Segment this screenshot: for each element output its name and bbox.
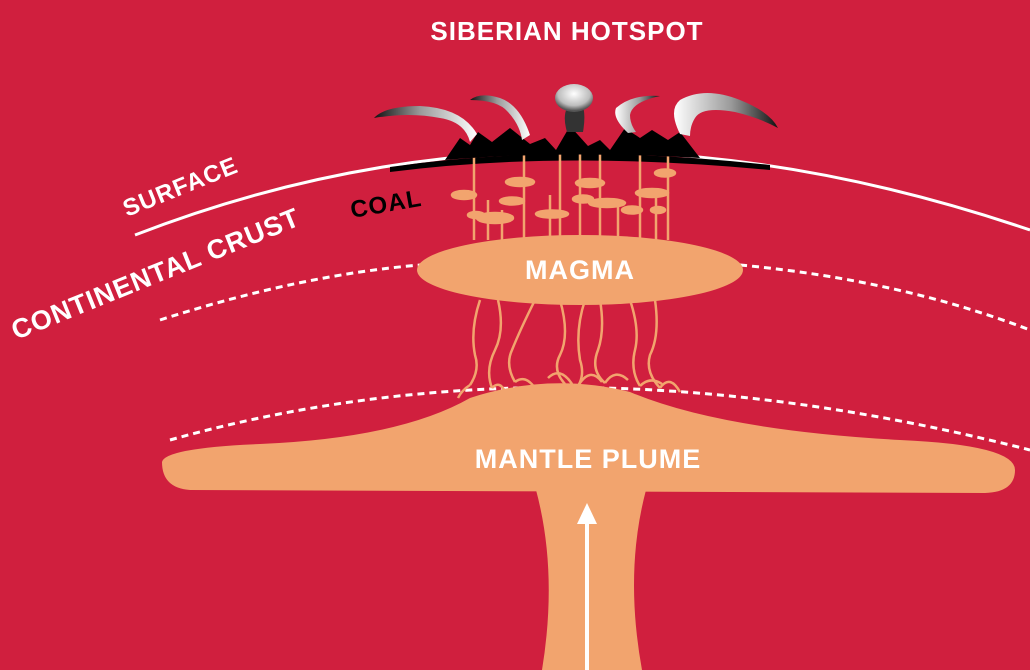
mantle-plume-stem (530, 470, 652, 670)
magma-label: MAGMA (525, 255, 635, 285)
mantle-plume-label: MANTLE PLUME (475, 444, 701, 474)
title-label: SIBERIAN HOTSPOT (430, 16, 703, 46)
